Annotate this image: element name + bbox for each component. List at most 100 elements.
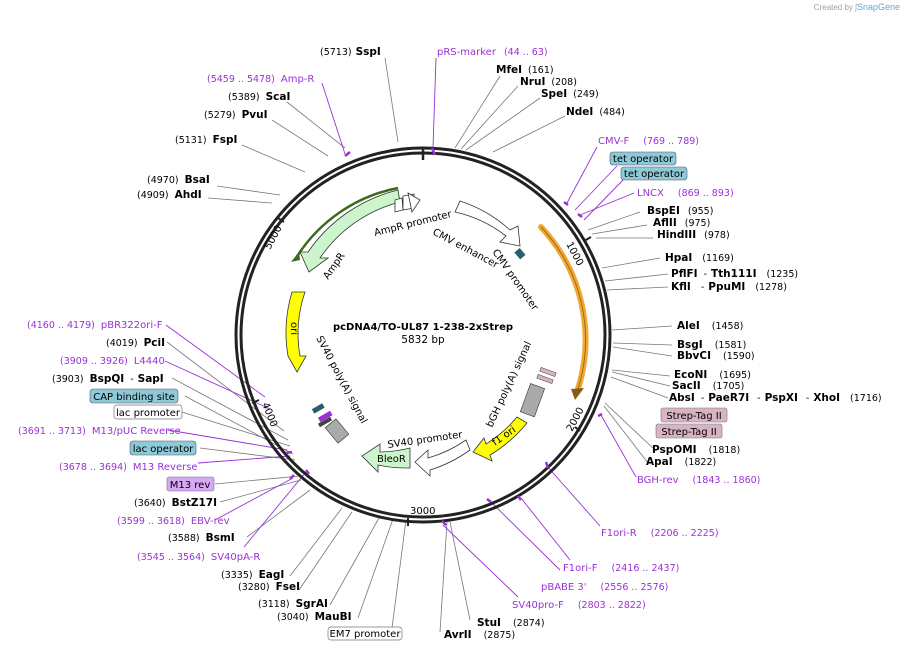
pflfi-sep: -	[704, 269, 707, 280]
tick-5000: 5000	[263, 224, 285, 252]
cmv-enhancer-arrow[interactable]	[454, 200, 521, 247]
maubi-pos: (3040)	[277, 612, 309, 623]
strep-tag-1: Strep-Tag II	[666, 411, 721, 422]
credit-brand: SnapGene	[856, 2, 900, 12]
ndei-pos: (484)	[599, 107, 625, 118]
lac-promoter-box[interactable]	[113, 404, 183, 420]
cmvf-range: (769 .. 789)	[643, 136, 699, 147]
label-amp-r: (5459 .. 5478)Amp-R	[207, 74, 314, 85]
leader-lines	[166, 57, 673, 633]
label-pflfi: PflFI-Tth111I(1235)	[671, 268, 798, 280]
lac-operator: lac operator	[133, 444, 194, 455]
lncx-name: LNCX	[637, 188, 664, 199]
label-avrii: AvrII(2875)	[444, 629, 515, 641]
lac-operator-box[interactable]	[129, 440, 197, 456]
label-alei: AleI(1458)	[677, 320, 743, 332]
pspxi-name: PspXI	[765, 392, 798, 404]
snapgene-logo-icon: ʃ	[855, 3, 857, 12]
econi-name: EcoNI	[674, 369, 707, 381]
f1orir-range: (2206 .. 2225)	[651, 528, 719, 539]
f1orif-name: F1ori-F	[563, 563, 598, 574]
em7-promoter-box[interactable]	[327, 626, 403, 641]
kfli-pos: (1278)	[755, 282, 787, 293]
sv40-polya-box	[324, 418, 350, 444]
pbabe-range: (2556 .. 2576)	[601, 582, 669, 593]
strep-tag-2-box[interactable]	[655, 423, 723, 439]
bspqi-pos: (3903)	[52, 374, 84, 385]
m13puc-name: M13/pUC Reverse	[92, 426, 181, 437]
label-pspomi: PspOMI(1818)	[652, 444, 740, 456]
pcii-pos: (4019)	[106, 338, 138, 349]
label-bspei: BspEI(955)	[647, 205, 713, 217]
f1-ori-arrow[interactable]	[472, 416, 528, 462]
label-sv40-polya: SV40 poly(A) signal	[313, 334, 369, 425]
tet-operator-2: tet operator	[624, 169, 685, 180]
ebv-name: EBV-rev	[191, 516, 230, 527]
snapgene-credit: Created by ʃSnapGene	[814, 2, 900, 12]
sapi-name: SapI	[138, 373, 164, 385]
sv40-promoter-arrow[interactable]	[414, 439, 471, 477]
pcii-name: PciI	[144, 337, 165, 349]
apai-name: ApaI	[646, 456, 673, 468]
absi-sep3: -	[806, 393, 809, 404]
m13r-range: (3678 .. 3694)	[59, 462, 127, 473]
prs-name: pRS-marker	[437, 47, 497, 58]
cap-binding-box[interactable]	[89, 388, 179, 404]
hindiii-name: HindIII	[657, 229, 696, 241]
label-lncx: LNCX (869 .. 893)	[637, 188, 734, 199]
ampr-range: (5459 .. 5478)	[207, 74, 275, 85]
label-f1ori-f: F1ori-F(2416 .. 2437)	[563, 563, 679, 574]
tet-operator-1-box[interactable]	[609, 151, 677, 166]
label-ndei: NdeI(484)	[566, 106, 625, 118]
ori-arrow[interactable]	[285, 291, 307, 373]
absi-sep2: -	[757, 393, 760, 404]
bsgi-name: BsgI	[677, 339, 703, 351]
hindiii-pos: (978)	[704, 230, 730, 241]
bsgi-pos: (1581)	[715, 340, 747, 351]
sspi-name: SspI	[356, 46, 381, 58]
pspomi-pos: (1818)	[709, 445, 741, 456]
label-cmv-promoter: CMV promoter	[490, 247, 541, 313]
label-bsai: (4970)BsaI	[147, 174, 210, 186]
m13puc-range: (3691 .. 3713)	[18, 426, 86, 437]
nrui-name: NruI	[520, 76, 545, 88]
label-sv40pa-r: (3545 .. 3564) SV40pA-R	[137, 552, 260, 563]
nrui-pos: (208)	[551, 77, 577, 88]
lncx-range: (869 .. 893)	[678, 188, 734, 199]
cmv-promoter-box	[514, 248, 526, 260]
fspi-pos: (5131)	[175, 135, 207, 146]
tet-operator-2-box[interactable]	[620, 166, 688, 181]
label-spei: SpeI(249)	[541, 88, 599, 100]
bsmi-pos: (3588)	[168, 533, 200, 544]
m13-rev-box[interactable]	[166, 476, 215, 492]
fsei-name: FseI	[276, 581, 300, 593]
pvui-name: PvuI	[242, 109, 268, 121]
label-m13-puc: (3691 .. 3713) M13/pUC Reverse	[18, 426, 181, 437]
sacii-pos: (1705)	[713, 381, 745, 392]
label-prs-marker: pRS-marker(44 .. 63)	[437, 47, 548, 58]
spei-pos: (249)	[573, 89, 599, 100]
ampr-arrow[interactable]	[299, 189, 401, 273]
ahdi-name: AhdI	[175, 189, 202, 201]
maubi-name: MauBI	[315, 611, 352, 623]
apai-pos: (1822)	[685, 457, 717, 468]
strep-tag-1-box[interactable]	[660, 407, 728, 423]
f1orir-name: F1ori-R	[601, 528, 637, 539]
bleor-arrow[interactable]	[361, 443, 411, 473]
strep-tag-2: Strep-Tag II	[661, 427, 716, 438]
label-ahdi: (4909)AhdI	[137, 189, 202, 201]
cmvf-name: CMV-F	[598, 136, 629, 147]
label-bstz17i: (3640)BstZ17I	[134, 497, 217, 509]
label-ampr: AmpR	[321, 251, 347, 282]
label-bsmi: (3588)BsmI	[168, 532, 235, 544]
l4440-range: (3909 .. 3926)	[60, 356, 128, 367]
label-sv40pro-f: SV40pro-F(2803 .. 2822)	[512, 600, 646, 611]
pbr-name: pBR322ori-F	[101, 320, 163, 331]
sv40pa-range: (3545 .. 3564)	[137, 552, 205, 563]
label-pbr322ori-f: (4160 .. 4179)pBR322ori-F	[27, 320, 163, 331]
sv40pa-name: SV40pA-R	[211, 552, 260, 563]
label-f1ori-r: F1ori-R (2206 .. 2225)	[601, 528, 719, 539]
sgrai-pos: (3118)	[258, 599, 290, 610]
label-absi: AbsI-PaeR7I-PspXI-XhoI(1716)	[669, 392, 882, 404]
label-apai: ApaI (1822)	[646, 456, 716, 468]
